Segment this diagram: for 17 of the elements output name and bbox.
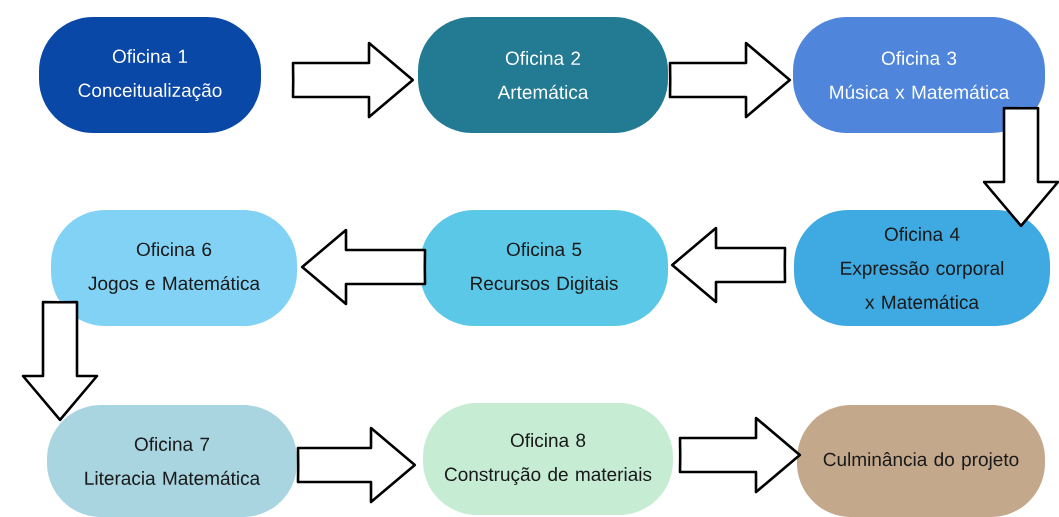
block-arrow [982, 106, 1059, 228]
block-arrow [21, 300, 99, 422]
block-arrow [678, 416, 802, 494]
rounded-box: Oficina 4 Expressão corporal x Matemática [794, 210, 1050, 326]
rounded-box: Oficina 8 Construção de materiais [423, 403, 673, 515]
rounded-box: Culminância do projeto [797, 405, 1045, 517]
rounded-box: Oficina 5 Recursos Digitais [420, 210, 668, 326]
block-arrow [300, 228, 427, 306]
block-arrow [670, 226, 787, 304]
block-arrow [668, 41, 792, 119]
block-arrow [296, 426, 417, 504]
rounded-box: Oficina 7 Literacia Matemática [47, 405, 297, 517]
block-arrow [291, 41, 415, 119]
rounded-box: Oficina 1 Conceitualização [39, 17, 261, 133]
rounded-box: Oficina 2 Artemática [418, 17, 668, 133]
rounded-box: Oficina 3 Música x Matemática [793, 17, 1045, 133]
rounded-box: Oficina 6 Jogos e Matemática [51, 210, 297, 326]
